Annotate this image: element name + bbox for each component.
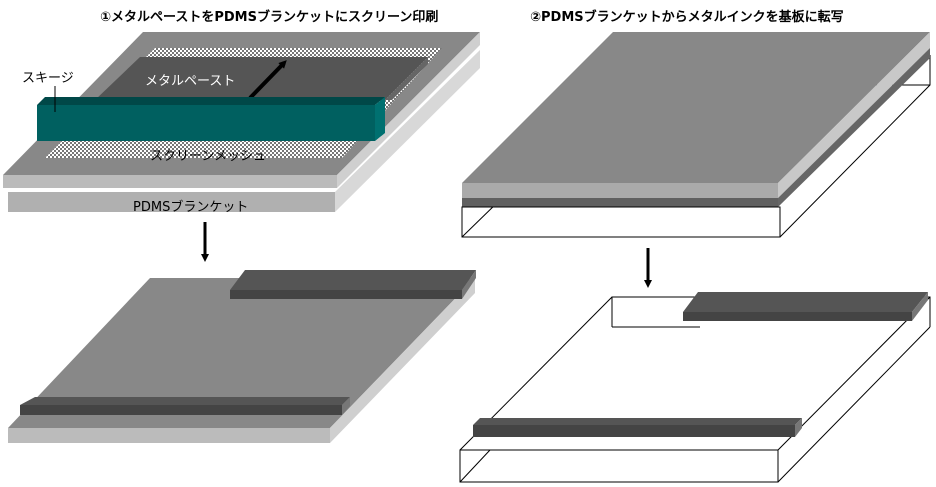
blanket-with-paste <box>8 270 476 443</box>
pdms-blanket-label: PDMSブランケット <box>133 200 249 215</box>
squeegee <box>37 97 385 141</box>
substrate-front-bottom <box>459 449 779 483</box>
metal-paste <box>95 57 428 100</box>
step2-title: ②PDMSブランケットからメタルインクを基板に転写 <box>530 10 844 25</box>
print-direction-arrow <box>248 60 287 100</box>
transferred-ink <box>473 292 928 437</box>
metal-paste-label: メタルペースト <box>145 74 236 89</box>
pdms-blanket <box>8 50 480 212</box>
screen-mesh-label: スクリーンメッシュ <box>150 149 266 164</box>
blanket-on-substrate <box>462 32 930 207</box>
squeegee-label: スキージ <box>22 71 74 86</box>
step1-title: ①メタルペーストをPDMSブランケットにスクリーン印刷 <box>100 10 439 25</box>
substrate-box-bottom <box>459 296 931 483</box>
substrate-front <box>461 206 781 238</box>
